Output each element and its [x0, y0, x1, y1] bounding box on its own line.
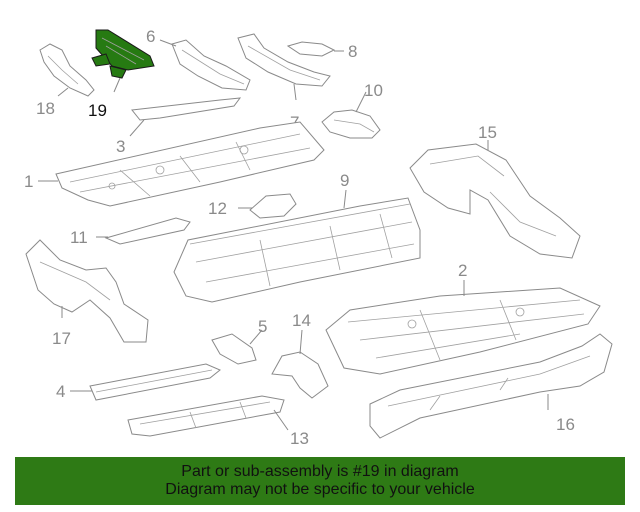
part-19-shape[interactable] [91, 29, 155, 79]
callout-1[interactable]: 1 [24, 172, 33, 191]
part-5-shape[interactable] [211, 333, 257, 365]
banner-line-2: Diagram may not be specific to your vehi… [165, 481, 475, 498]
leader-19 [113, 77, 121, 93]
part-7-shape[interactable] [237, 33, 331, 87]
part-9-shape[interactable] [173, 197, 421, 303]
callout-3[interactable]: 3 [116, 137, 125, 156]
callout-5[interactable]: 5 [258, 317, 267, 336]
leader-9 [343, 189, 347, 209]
callout-15[interactable]: 15 [478, 123, 497, 142]
callout-13[interactable]: 13 [290, 429, 309, 448]
leader-3 [129, 119, 145, 137]
part-8-shape[interactable] [286, 41, 336, 57]
leader-5 [249, 329, 263, 345]
part-18-shape[interactable] [39, 43, 95, 97]
part-6-shape[interactable] [171, 39, 251, 91]
part-17-shape[interactable] [25, 239, 149, 343]
leader-10 [355, 91, 367, 113]
part-11-shape[interactable] [104, 217, 191, 245]
callout-6[interactable]: 6 [146, 27, 155, 46]
part-12-shape[interactable] [249, 193, 297, 219]
leader-14 [299, 329, 303, 355]
part-2-shape[interactable] [325, 287, 601, 375]
part-10-shape[interactable] [321, 109, 381, 139]
callout-10[interactable]: 10 [364, 81, 383, 100]
leader-18 [57, 87, 69, 97]
callout-8[interactable]: 8 [348, 42, 357, 61]
callout-11[interactable]: 11 [70, 228, 88, 247]
part-4-shape[interactable] [89, 363, 221, 401]
part-13-shape[interactable] [127, 395, 285, 437]
part-3-shape[interactable] [131, 97, 242, 121]
leader-13 [273, 409, 289, 431]
callout-9[interactable]: 9 [340, 171, 349, 190]
info-banner: Part or sub-assembly is #19 in diagram D… [15, 457, 625, 505]
callout-18[interactable]: 18 [36, 99, 55, 118]
callout-12[interactable]: 12 [208, 199, 227, 218]
callout-4[interactable]: 4 [56, 382, 65, 401]
callout-16[interactable]: 16 [556, 415, 575, 434]
leader-7 [293, 83, 297, 101]
callout-2[interactable]: 2 [458, 261, 467, 280]
callout-14[interactable]: 14 [292, 311, 311, 330]
part-16-shape[interactable] [369, 333, 613, 439]
callout-19[interactable]: 19 [88, 101, 107, 120]
part-15-shape[interactable] [409, 143, 581, 259]
callout-17[interactable]: 17 [52, 329, 71, 348]
banner-line-1: Part or sub-assembly is #19 in diagram [181, 463, 459, 480]
parts-diagram: 19 18 6 7 8 10 3 1 [24, 27, 613, 448]
leader-6 [159, 39, 177, 47]
part-14-shape[interactable] [271, 351, 329, 399]
part-1-shape[interactable] [55, 121, 325, 207]
